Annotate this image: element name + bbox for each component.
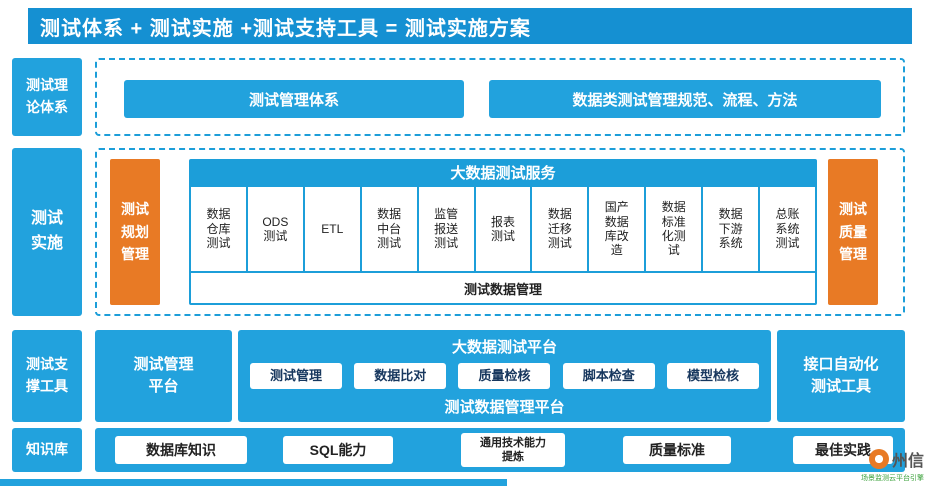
vendor-logo-text: 州信 <box>891 453 924 470</box>
service-cell-general-ledger: 总账 系统 测试 <box>760 187 815 271</box>
sidebar-label-theory: 测试理 论体系 <box>12 58 82 136</box>
kb-database-knowledge: 数据库知识 <box>115 436 247 464</box>
box-api-automation-tool: 接口自动化 测试工具 <box>777 330 905 422</box>
implementation-section: 测试 规划 管理 大数据测试服务 数据 仓库 测试 ODS 测试 ETL 数据 … <box>95 148 905 316</box>
box-test-quality-management: 测试 质量 管理 <box>828 159 878 305</box>
watermark-text: 场景监测云平台引擎 <box>861 475 924 482</box>
kb-sql-capability: SQL能力 <box>283 436 393 464</box>
service-cell-domestic-db: 国产 数据 库改 造 <box>589 187 645 271</box>
services-header: 大数据测试服务 <box>450 164 556 182</box>
knowledge-base-section: 数据库知识 SQL能力 通用技术能力 提炼 质量标准 最佳实践 <box>95 428 905 472</box>
service-cell-etl: ETL <box>304 187 360 271</box>
platform-footer: 测试数据管理平台 <box>444 398 565 416</box>
service-cell-data-migration: 数据 迁移 测试 <box>532 187 588 271</box>
vendor-logo-mark-icon <box>868 449 889 469</box>
support-tools-section: 测试管理 平台 大数据测试平台 测试管理 数据比对 质量检核 脚本检查 模型检核… <box>95 330 905 422</box>
button-model-check: 模型检核 <box>666 363 759 389</box>
bottom-accent-strip <box>0 479 507 486</box>
theory-section: 测试管理体系 数据类测试管理规范、流程、方法 <box>95 58 905 136</box>
kb-quality-standard: 质量标准 <box>623 436 731 464</box>
sidebar-label-implementation: 测试 实施 <box>12 148 82 316</box>
box-test-management-system: 测试管理体系 <box>124 80 464 118</box>
service-cell-data-warehouse: 数据 仓库 测试 <box>191 187 246 271</box>
sidebar-label-support-tools: 测试支 撑工具 <box>12 330 82 422</box>
sidebar-label-knowledge-base: 知识库 <box>12 428 82 472</box>
service-cell-report: 报表 测试 <box>475 187 531 271</box>
box-test-management-platform: 测试管理 平台 <box>95 330 232 422</box>
kb-general-tech-capability: 通用技术能力 提炼 <box>461 433 565 467</box>
big-data-test-services-block: 大数据测试服务 数据 仓库 测试 ODS 测试 ETL 数据 中台 测试 监管 … <box>189 159 817 305</box>
service-cell-downstream-systems: 数据 下游 系统 <box>703 187 759 271</box>
service-cell-regulatory-reporting: 监管 报送 测试 <box>418 187 474 271</box>
service-cell-data-standardization: 数据 标准 化测 试 <box>646 187 702 271</box>
service-cell-data-middle-platform: 数据 中台 测试 <box>361 187 417 271</box>
platform-buttons-row: 测试管理 数据比对 质量检核 脚本检查 模型检核 <box>250 363 759 389</box>
vendor-logo-row: 州信 <box>832 447 924 471</box>
test-data-management-bar: 测试数据管理 <box>191 273 815 303</box>
box-data-test-standards: 数据类测试管理规范、流程、方法 <box>489 80 881 118</box>
button-data-compare: 数据比对 <box>354 363 447 389</box>
box-test-planning-management: 测试 规划 管理 <box>110 159 160 305</box>
page-title-text: 测试体系 + 测试实施 +测试支持工具 = 测试实施方案 <box>40 17 531 40</box>
big-data-test-platform-block: 大数据测试平台 测试管理 数据比对 质量检核 脚本检查 模型检核 测试数据管理平… <box>238 330 771 422</box>
button-script-check: 脚本检查 <box>562 363 655 389</box>
button-quality-check: 质量检核 <box>458 363 551 389</box>
button-test-management: 测试管理 <box>250 363 343 389</box>
services-grid: 数据 仓库 测试 ODS 测试 ETL 数据 中台 测试 监管 报送 测试 报表… <box>189 187 817 271</box>
platform-header: 大数据测试平台 <box>451 338 557 356</box>
vendor-logo: 州信 场景监测云平台引擎 <box>832 447 924 483</box>
service-cell-ods: ODS 测试 <box>247 187 303 271</box>
page-title: 测试体系 + 测试实施 +测试支持工具 = 测试实施方案 <box>28 8 912 44</box>
